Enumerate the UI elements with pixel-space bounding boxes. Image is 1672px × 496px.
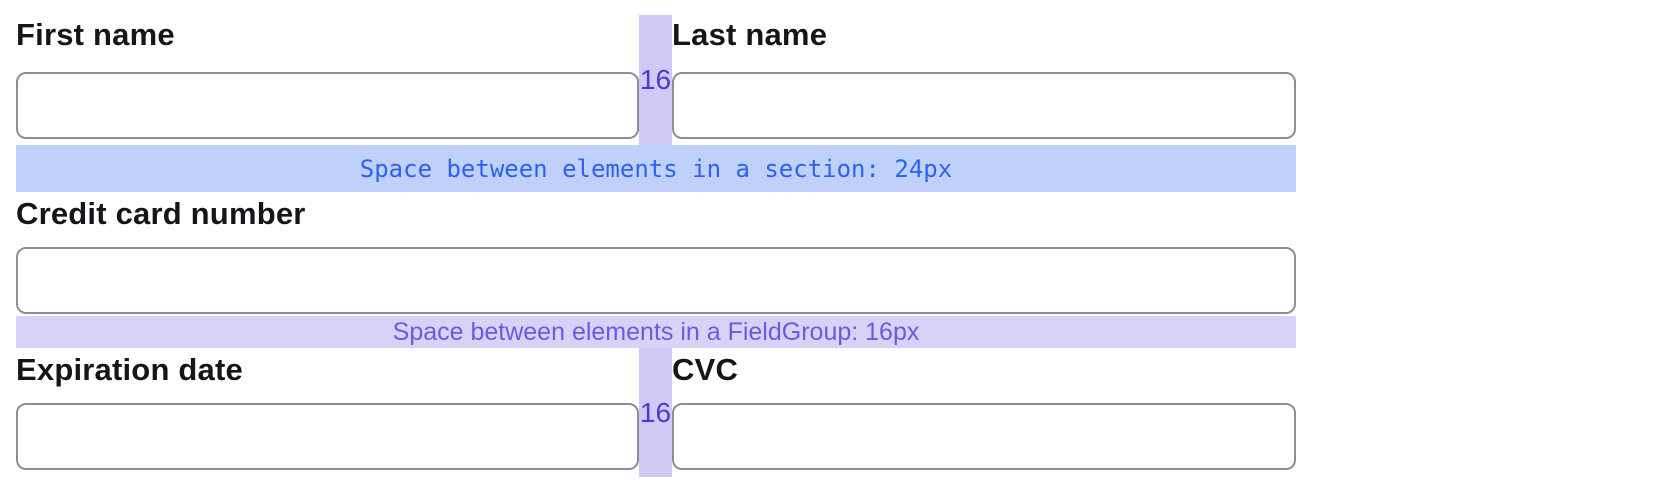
expiration-date-label: Expiration date [16,352,243,387]
first-name-field: First name [16,15,639,145]
cvc-input[interactable] [672,403,1296,470]
column-gap-highlight: 16 [639,15,672,145]
last-name-input[interactable] [672,72,1296,139]
column-gap-highlight: 16 [639,348,672,477]
card-number-field: Credit card number [16,192,1296,314]
gap-size-label: 16 [639,396,672,428]
section-spacing-label: Space between elements in a section: 24p… [359,154,953,183]
card-number-input[interactable] [16,247,1296,314]
expiry-cvc-field-row: Expiration date 16 CVC [16,348,1296,477]
card-number-label: Credit card number [16,196,306,231]
fieldgroup-spacing-label: Space between elements in a FieldGroup: … [392,317,920,346]
expiration-date-input[interactable] [16,403,639,470]
last-name-field: Last name [672,15,1296,145]
gap-size-label: 16 [639,64,672,95]
cvc-label: CVC [672,352,739,387]
expiration-date-field: Expiration date [16,348,639,477]
first-name-input[interactable] [16,72,639,139]
last-name-label: Last name [672,17,828,52]
name-field-row: First name 16 Last name [16,15,1296,145]
form-content: First name 16 Last name Space between el… [16,0,1296,477]
fieldgroup-spacing-highlight: Space between elements in a FieldGroup: … [16,316,1296,348]
first-name-label: First name [16,17,175,52]
section-spacing-highlight: Space between elements in a section: 24p… [16,145,1296,192]
cvc-field: CVC [672,348,1296,477]
